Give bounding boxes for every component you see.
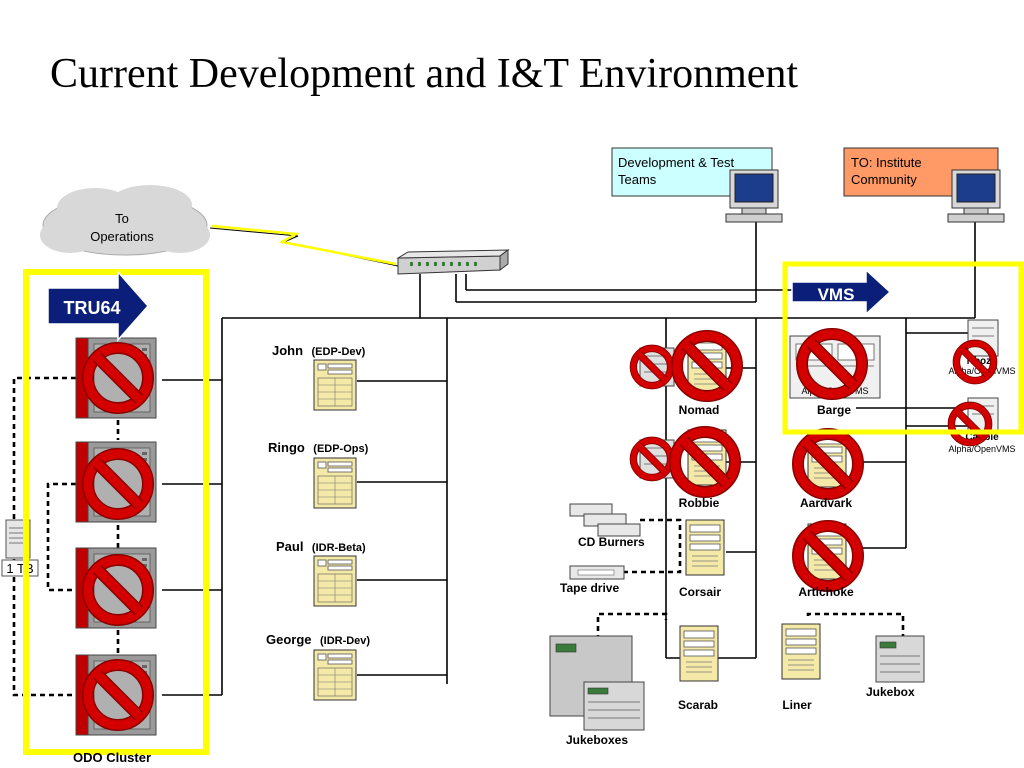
dev-box-line1: Development & Test: [618, 155, 734, 170]
server-liner-label: Liner: [782, 698, 812, 712]
server-corsair: Corsair: [679, 519, 725, 599]
tape-drive: Tape drive: [560, 565, 625, 595]
ws-john-name: John: [272, 343, 303, 358]
ws-george-role: (IDR-Dev): [320, 635, 370, 647]
workstation-ringo: Ringo (EDP-Ops): [268, 439, 369, 509]
svg-text:George (IDR-Dev): George (IDR-Dev): [266, 631, 370, 648]
storage-label: 1 TB: [6, 561, 33, 576]
workstation-john: John (EDP-Dev): [272, 342, 366, 411]
cloud-label-line2: Operations: [90, 229, 154, 244]
ws-paul-icon: [313, 555, 357, 607]
cd-burners: CD Burners: [569, 503, 645, 549]
ws-george-icon: [313, 649, 357, 701]
vms-node-cabbie: Cabbie Alpha/OpenVMS: [948, 397, 1016, 454]
ws-paul-role: (IDR-Beta): [312, 542, 366, 554]
server-robbie-label: Robbie: [679, 496, 720, 510]
server-artichoke-label: Artichoke: [798, 585, 854, 599]
odo-cluster: ODO Cluster: [23, 269, 209, 765]
scarab-server-icon: [679, 625, 719, 682]
corsair-server-icon: [685, 519, 725, 576]
jukebox-label: Jukebox: [866, 685, 915, 699]
server-robbie: Robbie: [633, 430, 735, 510]
server-nomad-label: Nomad: [679, 403, 720, 417]
cloud-label-line1: To: [115, 211, 129, 226]
dashed-links: [12, 376, 905, 697]
server-corsair-label: Corsair: [679, 585, 721, 599]
svg-text:Paul (IDR-Beta): Paul (IDR-Beta): [276, 538, 366, 555]
community-monitor-icon: [947, 169, 1005, 223]
server-barge-label: Barge: [817, 403, 851, 417]
cloud-operations: To Operations: [40, 185, 210, 256]
vms-arrow: VMS: [791, 268, 892, 316]
ws-george-name: George: [266, 632, 312, 647]
server-aardvark: Aardvark: [798, 432, 858, 510]
server-nomad: Nomad: [633, 336, 737, 417]
server-scarab: Scarab: [678, 625, 719, 712]
vms-nbozo-name: Nbozo: [967, 356, 998, 367]
server-aardvark-label: Aardvark: [800, 496, 852, 510]
liner-server-icon: [781, 623, 821, 680]
jukebox: Jukebox: [866, 635, 925, 699]
ws-ringo-icon: [313, 457, 357, 509]
ws-paul-name: Paul: [276, 539, 303, 554]
network-hub: [396, 249, 510, 275]
ws-john-role: (EDP-Dev): [312, 346, 366, 358]
storage-1tb: 1 TB: [1, 519, 39, 577]
ws-ringo-role: (EDP-Ops): [313, 443, 368, 455]
cd-burners-label: CD Burners: [578, 535, 645, 549]
svg-text:John (EDP-Dev): John (EDP-Dev): [272, 342, 366, 359]
svg-text:Ringo (EDP-Ops): Ringo (EDP-Ops): [268, 439, 369, 456]
page-title: Current Development and I&T Environment: [50, 51, 799, 97]
ws-john-icon: [313, 359, 357, 411]
server-liner: Liner: [781, 623, 821, 712]
network-lines: [162, 210, 976, 696]
vms-highlight-frame: [782, 261, 1024, 435]
tru64-label: TRU64: [63, 298, 120, 318]
workstation-paul: Paul (IDR-Beta): [276, 538, 366, 607]
dev-monitor-icon: [725, 169, 783, 223]
jukeboxes-label: Jukeboxes: [566, 733, 628, 747]
ws-ringo-name: Ringo: [268, 440, 305, 455]
cluster-label: ODO Cluster: [73, 750, 151, 765]
vms-cabbie-os: Alpha/OpenVMS: [948, 444, 1015, 454]
vms-label: VMS: [818, 285, 855, 304]
dev-box-line2: Teams: [618, 172, 657, 187]
server-artichoke: Artichoke: [798, 524, 858, 599]
community-box-line2: Community: [851, 172, 917, 187]
tape-drive-label: Tape drive: [560, 581, 619, 595]
server-scarab-label: Scarab: [678, 698, 718, 712]
community-box-line1: TO: Institute: [851, 155, 922, 170]
tru64-arrow: TRU64: [47, 270, 150, 342]
server-barge: Alpha/OpenVMS Barge: [789, 334, 881, 417]
vms-node-nbozo: Nbozo Alpha/OpenVMS: [948, 319, 1016, 381]
jukeboxes: Jukeboxes: [549, 635, 645, 747]
workstation-george: George (IDR-Dev): [266, 631, 370, 701]
